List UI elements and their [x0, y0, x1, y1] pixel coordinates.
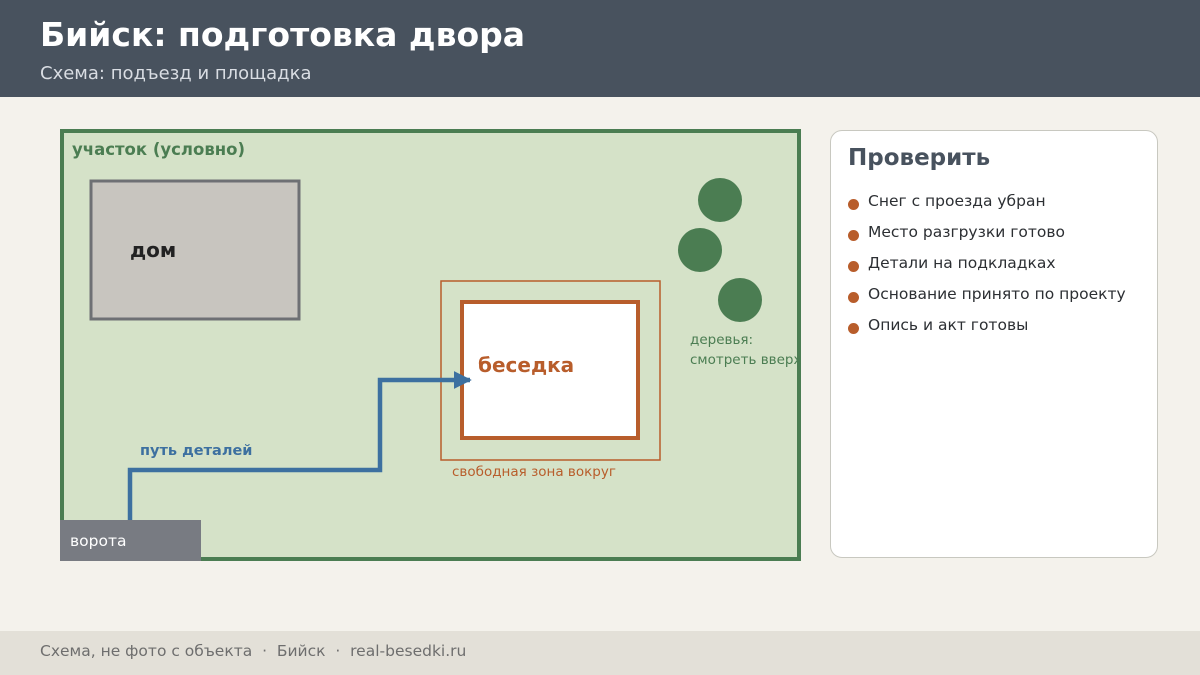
tree	[698, 178, 742, 222]
footer: Схема, не фото с объекта · Бийск · real-…	[0, 631, 1200, 675]
tree	[718, 278, 762, 322]
checklist-item-text: Основание принято по проекту	[868, 285, 1126, 303]
checklist: Снег с проезда убран Место разгрузки гот…	[848, 191, 1143, 346]
tree	[678, 228, 722, 272]
page-subtitle: Схема: подъезд и площадка	[40, 63, 312, 84]
gazebo-label: беседка	[478, 353, 574, 377]
trees-label-line1: деревья:	[690, 332, 753, 348]
checklist-item-text: Опись и акт готовы	[868, 316, 1029, 334]
page-title: Бийск: подготовка двора	[40, 15, 526, 54]
bullet-icon	[848, 199, 859, 210]
checklist-item: Детали на подкладках	[848, 253, 1143, 274]
checklist-panel: Проверить Снег с проезда убран Место раз…	[830, 130, 1158, 558]
trees-label-line2: смотреть вверх	[690, 352, 802, 368]
header: Бийск: подготовка двора Схема: подъезд и…	[0, 0, 1200, 97]
checklist-item: Снег с проезда убран	[848, 191, 1143, 212]
path-label: путь деталей	[140, 443, 252, 459]
plot-label: участок (условно)	[72, 140, 245, 159]
house	[89, 179, 301, 321]
house-label: дом	[130, 238, 176, 262]
gazebo	[460, 300, 640, 440]
footer-text: Схема, не фото с объекта · Бийск · real-…	[40, 642, 467, 660]
checklist-item-text: Снег с проезда убран	[868, 192, 1046, 210]
checklist-item: Место разгрузки готово	[848, 222, 1143, 243]
checklist-item-text: Детали на подкладках	[868, 254, 1056, 272]
gate-label: ворота	[70, 532, 126, 550]
bullet-icon	[848, 230, 859, 241]
checklist-item: Основание принято по проекту	[848, 284, 1143, 305]
bullet-icon	[848, 292, 859, 303]
free-zone-label: свободная зона вокруг	[452, 464, 616, 480]
checklist-item: Опись и акт готовы	[848, 315, 1143, 336]
bullet-icon	[848, 323, 859, 334]
gate	[60, 520, 201, 561]
delivery-path	[127, 371, 472, 520]
checklist-title: Проверить	[848, 145, 991, 171]
checklist-item-text: Место разгрузки готово	[868, 223, 1065, 241]
bullet-icon	[848, 261, 859, 272]
free-zone	[440, 280, 661, 461]
